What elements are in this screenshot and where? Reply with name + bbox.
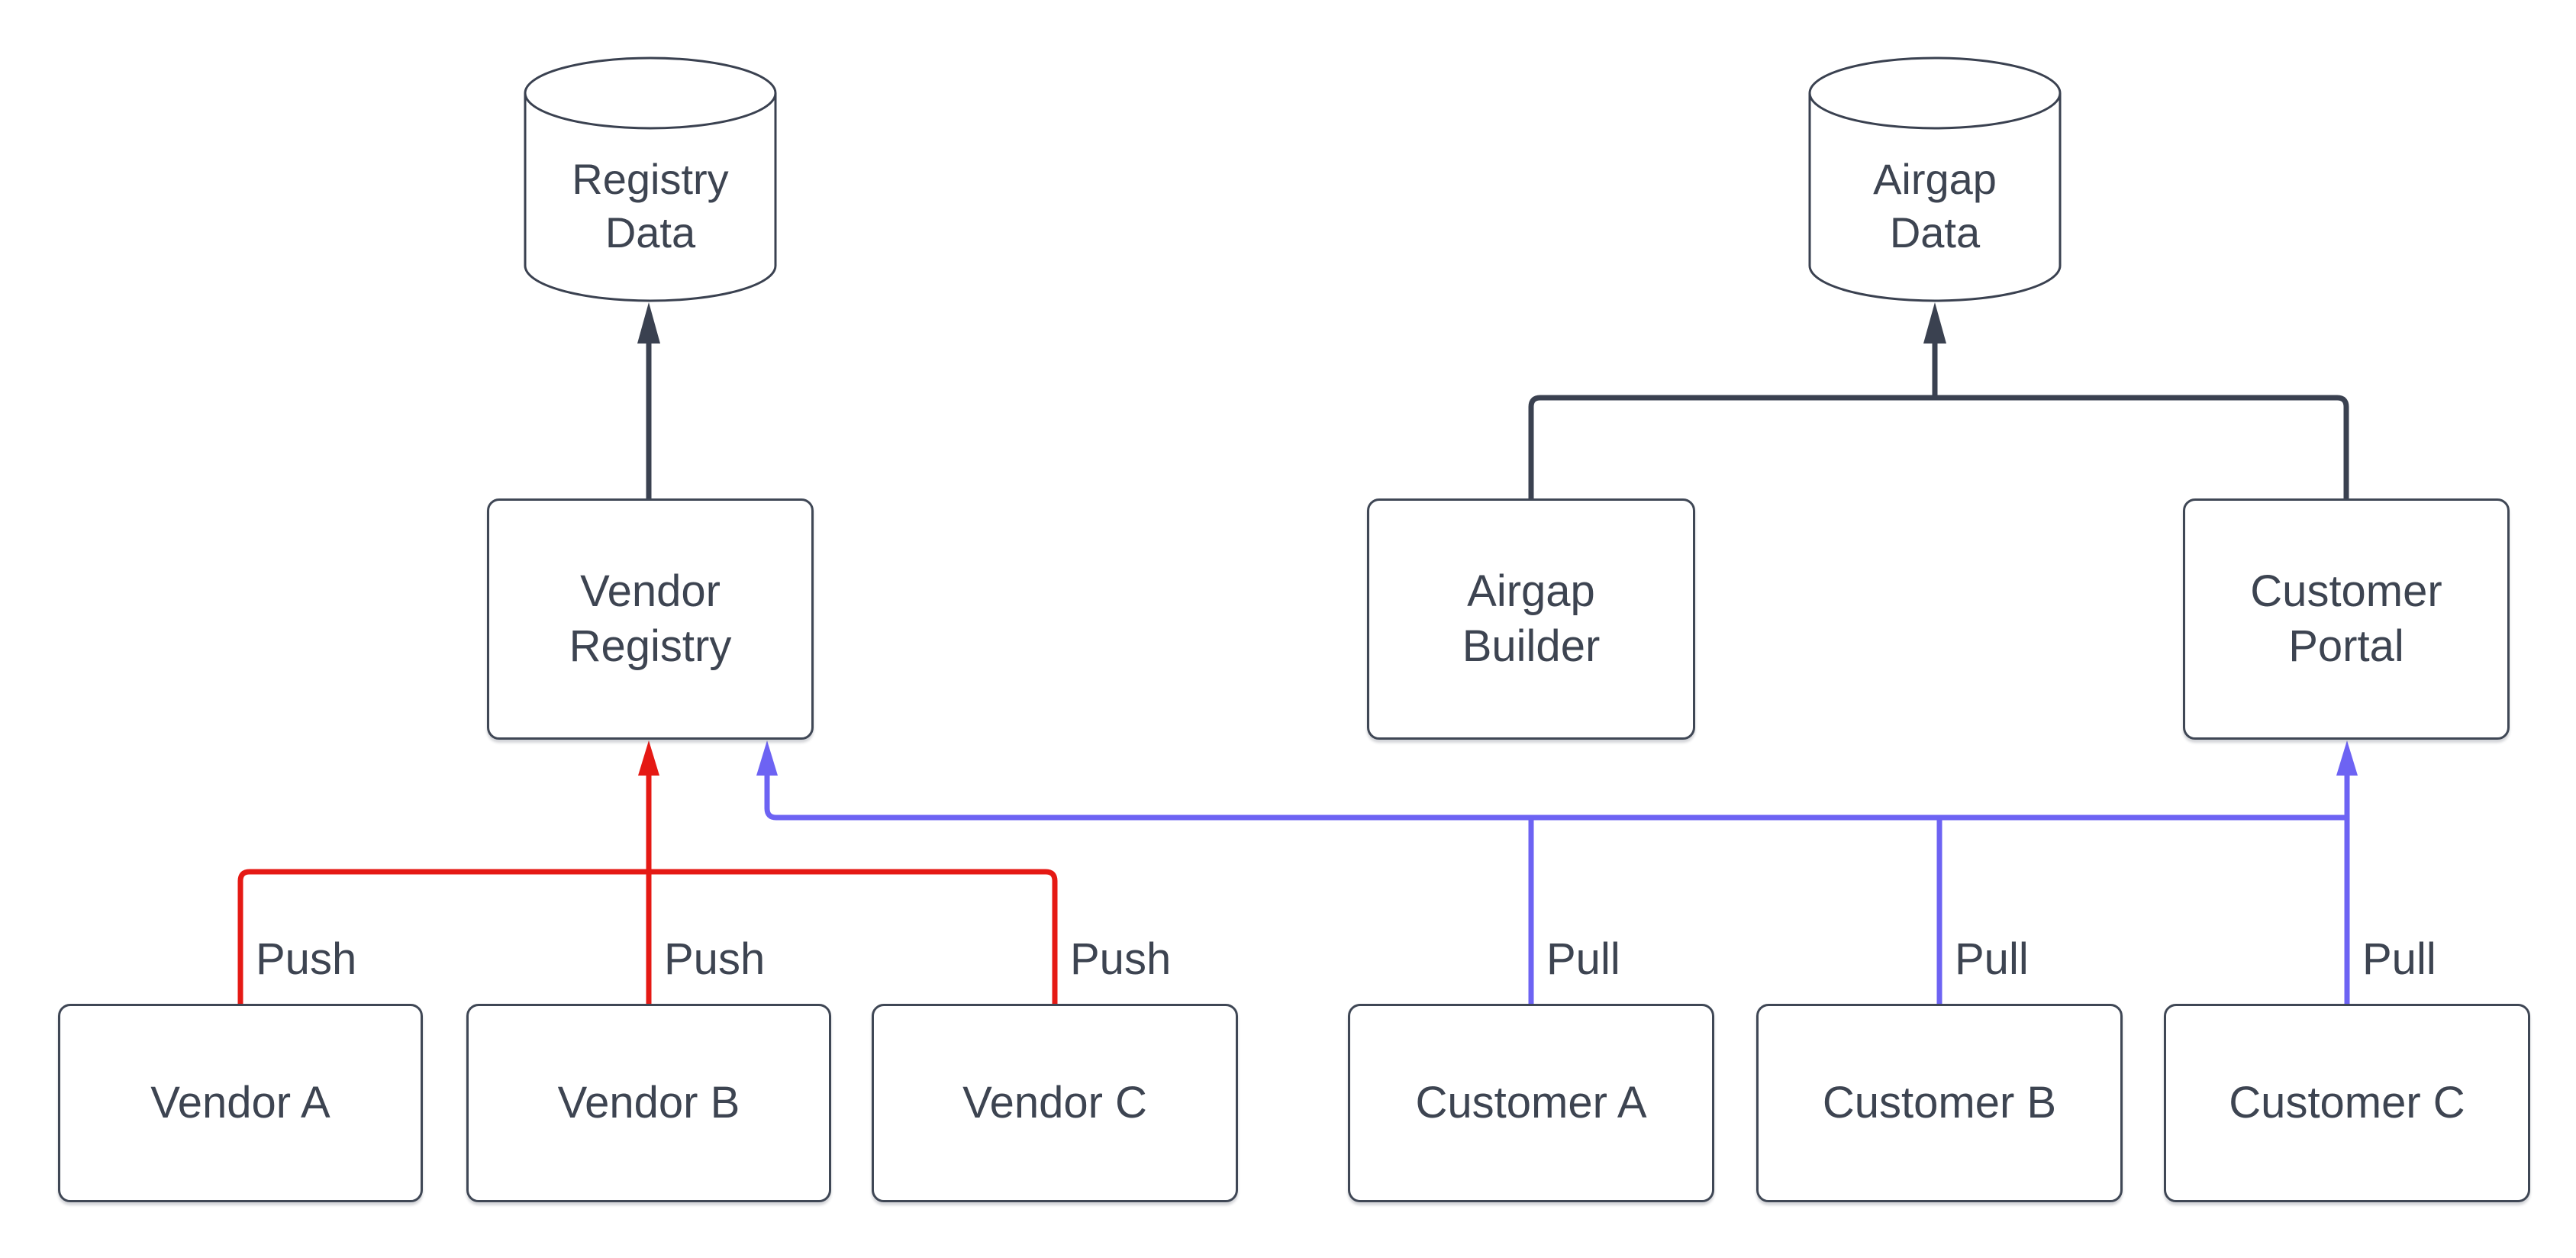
node-vendor-a: Vendor A xyxy=(58,1004,423,1202)
node-customer-b-label: Customer B xyxy=(1822,1077,2057,1127)
node-customer-c: Customer C xyxy=(2164,1004,2530,1202)
edge-label-pull-customer-a: Pull xyxy=(1546,934,1620,984)
airgap-data-cylinder-top xyxy=(1808,56,2062,130)
node-vendor-c: Vendor C xyxy=(872,1004,1238,1202)
edge-label-push-vendor-a: Push xyxy=(256,934,357,984)
node-vendor-registry: Vendor Registry xyxy=(487,498,814,740)
builder-portal-merge-line xyxy=(1528,395,2349,498)
registry-data-cylinder-body xyxy=(524,93,777,302)
edge-label-push-vendor-b: Push xyxy=(664,934,766,984)
edge-label-pull-customer-c: Pull xyxy=(2362,934,2436,984)
registry-data-cylinder-top xyxy=(524,56,777,130)
pull-arrows-group xyxy=(756,740,2358,1004)
registry-data-cylinder xyxy=(524,56,777,302)
push-arrows-group xyxy=(237,740,1058,1004)
node-vendor-c-label: Vendor C xyxy=(962,1077,1147,1127)
pull-trunk-line xyxy=(764,774,2347,821)
node-vendor-b: Vendor B xyxy=(466,1004,831,1202)
node-customer-b: Customer B xyxy=(1756,1004,2123,1202)
node-airgap-builder-label: Airgap Builder xyxy=(1462,566,1601,672)
edge-label-pull-customer-b: Pull xyxy=(1955,934,2029,984)
node-customer-a-label: Customer A xyxy=(1415,1077,1647,1127)
node-airgap-builder: Airgap Builder xyxy=(1367,498,1695,740)
pull-arrowhead-customer-portal-icon xyxy=(2336,740,2358,776)
node-registry-data-label: Registry Data xyxy=(572,155,729,256)
flow-arrows-group xyxy=(637,302,2349,498)
registry-data-arrowhead-icon xyxy=(637,302,660,344)
node-vendor-a-label: Vendor A xyxy=(150,1077,330,1127)
edge-label-push-vendor-c: Push xyxy=(1070,934,1172,984)
airgap-data-cylinder-body xyxy=(1808,93,2062,302)
node-vendor-b-label: Vendor B xyxy=(557,1077,740,1127)
pull-arrowhead-vendor-registry-icon xyxy=(756,740,778,776)
node-customer-a: Customer A xyxy=(1348,1004,1714,1202)
airgap-data-arrowhead-icon xyxy=(1923,302,1946,344)
node-vendor-registry-label: Vendor Registry xyxy=(569,566,732,672)
push-arrowhead-icon xyxy=(638,740,659,776)
airgap-data-cylinder xyxy=(1808,56,2062,302)
node-airgap-data-label: Airgap Data xyxy=(1873,155,1997,256)
node-customer-c-label: Customer C xyxy=(2229,1077,2465,1127)
node-customer-portal: Customer Portal xyxy=(2183,498,2510,740)
node-customer-portal-label: Customer Portal xyxy=(2250,566,2442,672)
